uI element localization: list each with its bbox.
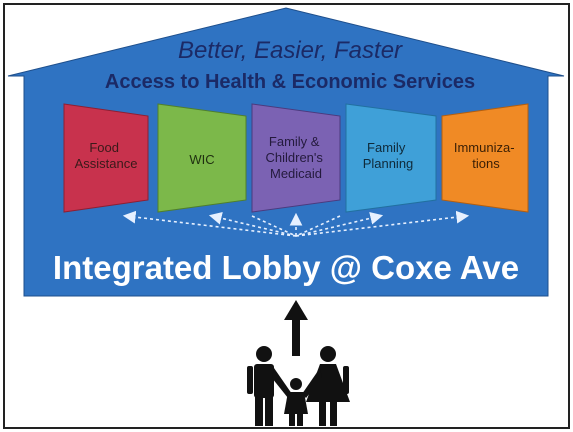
arrow-right-link xyxy=(295,215,341,237)
mother-figure xyxy=(302,346,350,426)
service-panel-immunizations: Immuniza- tions xyxy=(441,103,529,213)
arrow-to-food xyxy=(122,210,297,237)
service-label-food: Food Assistance xyxy=(75,140,138,171)
service-label-medicaid: Family & Children's Medicaid xyxy=(265,134,326,181)
service-label-wic: WIC xyxy=(189,152,214,167)
service-panel-food: Food Assistance xyxy=(63,103,149,213)
outer-border xyxy=(3,3,570,429)
up-arrow-icon xyxy=(284,300,308,356)
arrow-to-wic xyxy=(208,211,297,237)
arrow-to-immunizations xyxy=(295,210,470,237)
tagline: Better, Easier, Faster xyxy=(178,37,403,64)
lobby-label: Integrated Lobby @ Coxe Ave xyxy=(53,249,519,286)
subtitle: Access to Health & Economic Services xyxy=(105,71,475,93)
dashed-arrows xyxy=(122,210,470,237)
arrow-to-family-planning xyxy=(295,211,384,237)
service-label-immunizations: Immuniza- tions xyxy=(454,140,518,171)
arrow-left-link xyxy=(251,215,297,237)
service-panel-wic: WIC xyxy=(157,103,247,213)
father-figure xyxy=(247,346,292,426)
child-figure xyxy=(284,378,308,426)
service-panel-medicaid: Family & Children's Medicaid xyxy=(251,103,341,213)
service-panel-family-planning: Family Planning xyxy=(345,103,437,213)
service-label-family-planning: Family Planning xyxy=(363,140,414,171)
family-icon xyxy=(247,346,350,426)
